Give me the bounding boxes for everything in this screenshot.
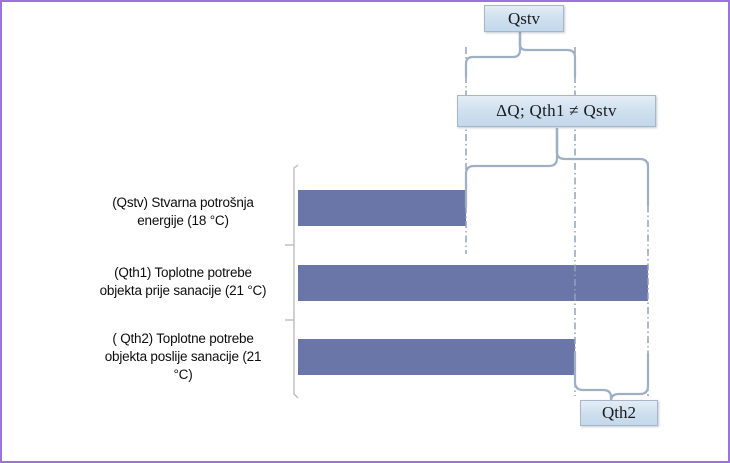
bar-label-qth1-line1: (Qth1) Toplotne potrebe	[114, 265, 252, 280]
bar-label-qth2-line2: objekta poslije sanacije (21	[104, 349, 262, 365]
bar-qth2	[298, 339, 575, 375]
bar-label-qth1: (Qth1) Toplotne potrebe objekta prije sa…	[74, 264, 292, 300]
bar-label-qstv: (Qstv) Stvarna potrošnja energije (18 °C…	[74, 194, 292, 230]
category-axis	[285, 164, 299, 399]
bar-label-qth1-line2: objekta prije sanacije (21 °C)	[99, 283, 267, 299]
qth2-callout: Qth2	[580, 400, 658, 426]
bar-label-qth2-line1: ( Qth2) Toplotne potrebe	[112, 331, 254, 346]
brace-top	[464, 31, 577, 79]
bar-label-qstv-line2: energije (18 °C)	[137, 213, 229, 229]
bar-qstv	[298, 190, 466, 226]
bar-label-qth2: ( Qth2) Toplotne potrebe objekta poslije…	[74, 330, 292, 385]
bar-label-qstv-line1: (Qstv) Stvarna potrošnja	[112, 195, 254, 210]
brace-delta-q	[464, 127, 650, 209]
bar-qth1	[298, 265, 648, 301]
delta-q-callout: ΔQ; Qth1 ≠ Qstv	[457, 95, 656, 127]
brace-bottom	[573, 350, 650, 404]
bar-label-qth2-line3: °C)	[173, 367, 193, 383]
qstv-callout: Qstv	[484, 5, 564, 32]
